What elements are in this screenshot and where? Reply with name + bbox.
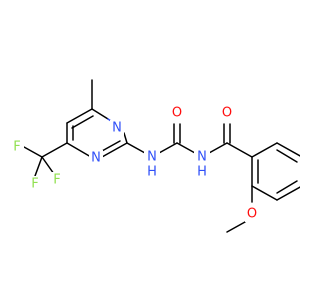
atom-n-ring-bottom: N [89,150,103,166]
bond-benz-1-2 [251,142,278,158]
f-left-label: F [13,140,20,155]
atom-nh-left: N H [144,148,160,180]
molecule-structure: N N N H N H O O O F [10,79,300,233]
bond-ring-n1-c6 [66,142,92,158]
o-methoxy-label: O [247,207,257,222]
atom-nh-right: N H [194,148,210,180]
bond-ring-c4-n3 [91,108,109,120]
f-bottom-label: F [31,177,38,192]
bond-nh-right-ca [208,142,228,154]
bond-ca-benzene [226,142,253,158]
bond-ring-c5-c4 [66,108,93,124]
atom-o-amide: O [220,105,234,121]
h-right-label: H [197,165,207,180]
bond-c2-nh-left [126,142,146,154]
bond-layer [23,79,300,233]
bond-ring-c2-n1-inner [101,140,121,152]
bond-benz-5-6 [276,186,300,201]
bond-cu-nh-right [176,142,196,154]
h-left-label: H [147,165,157,180]
bond-c6-cf3 [41,142,68,158]
f-right-label: F [53,173,60,188]
bond-ring-c5-c4-inner [71,115,94,129]
o-amide-label: O [222,106,232,121]
bond-cf3-f-bottom [34,156,43,177]
atom-o-methoxy: O [245,206,259,222]
n-left-label: N [147,150,157,165]
bond-ring-n3-c2 [123,132,128,144]
bond-benz-5-6-inner [276,180,298,194]
bond-cf3-f-left [23,146,43,158]
atom-f-bottom: F [28,176,42,192]
n-ring-bottom-label: N [91,151,101,166]
atom-label-layer: N N N H N H O O O F [10,105,259,222]
atom-o-urea: O [170,105,184,121]
bond-cf3-f-right [41,156,55,175]
atom-n-ring-top: N [110,120,124,136]
bond-nh-left-cu [158,142,178,154]
atom-f-right: F [50,172,64,188]
o-urea-label: O [172,106,182,121]
n-ring-top-label: N [112,121,122,136]
bond-benz-top-inner [276,149,298,163]
bond-o-methyl [226,221,246,233]
bond-benz-4-5 [251,185,278,201]
n-right-label: N [197,150,207,165]
bond-ring-c2-n1 [101,142,128,158]
atom-f-left: F [10,139,24,155]
bond-benz-2-3 [276,142,300,157]
